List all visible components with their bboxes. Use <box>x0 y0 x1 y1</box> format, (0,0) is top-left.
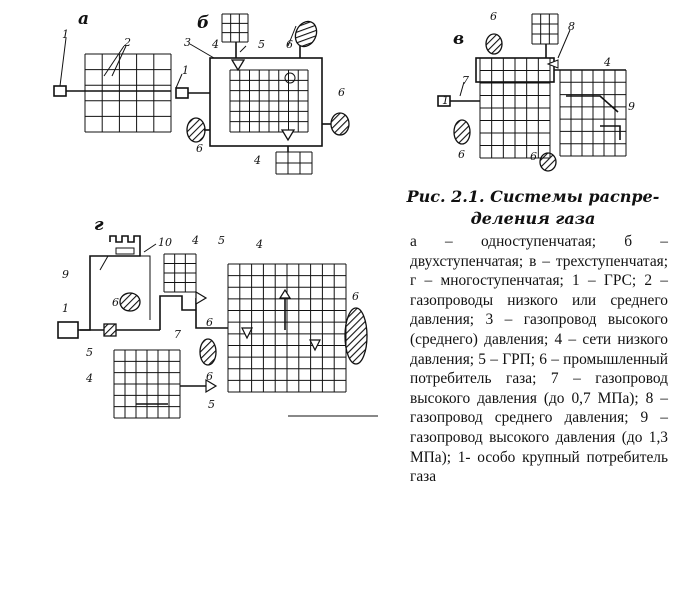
callout-label: 5 <box>218 234 225 247</box>
panel-a-label: а <box>78 9 89 29</box>
grid-network <box>229 69 309 133</box>
grs-station <box>175 87 189 99</box>
callout-label: 6 <box>206 316 213 329</box>
callout-label: 6 <box>458 148 465 161</box>
panel-g: г <box>57 215 378 419</box>
high-pressure-pipeline <box>80 255 104 331</box>
callout-label: 6 <box>206 370 213 383</box>
leader-line <box>175 73 183 89</box>
grid-network <box>531 13 559 45</box>
pipeline <box>195 298 228 329</box>
callout-label: 6 <box>112 296 119 309</box>
callout-label: 1 <box>62 28 69 41</box>
industrial-consumer <box>344 307 368 365</box>
callout-label: 5 <box>86 346 93 359</box>
grp-station <box>195 290 208 306</box>
callout-label: 2 <box>123 36 131 49</box>
grid-network <box>479 57 551 159</box>
callout-label: 4 <box>191 234 199 247</box>
large-consumer <box>115 247 135 255</box>
leader-line <box>189 43 215 59</box>
grp-station <box>103 323 117 337</box>
panel-v-label: в <box>453 29 464 49</box>
industrial-consumer <box>330 112 350 136</box>
callout-label: 6 <box>490 10 497 23</box>
grp-station <box>546 59 559 69</box>
leader-line <box>111 45 127 77</box>
grp-station <box>278 288 292 299</box>
callout-label: 7 <box>174 328 181 341</box>
grp-station <box>280 129 296 142</box>
leader-line <box>287 25 297 47</box>
leader-line <box>459 81 465 97</box>
grid-network <box>84 53 172 133</box>
grid-network <box>559 69 627 157</box>
grs-station <box>57 321 79 339</box>
callout-label: 4 <box>211 38 219 51</box>
leader-line <box>103 45 125 77</box>
callout-label: 10 <box>158 236 172 249</box>
large-consumer <box>104 235 141 257</box>
grs-station <box>53 85 67 97</box>
leader-line <box>59 37 67 87</box>
panel-v: в 1 7 6 8 4 9 6 6 <box>437 10 635 172</box>
industrial-consumer <box>294 20 318 48</box>
grp-station <box>241 327 253 340</box>
panel-b: б 1 3 4 5 6 6 <box>175 13 350 175</box>
industrial-consumer <box>186 117 206 143</box>
pipeline <box>159 295 196 330</box>
industrial-consumer <box>453 119 471 145</box>
industrial-consumer <box>199 338 217 366</box>
panel-g-label: г <box>94 215 104 235</box>
grp-station <box>230 59 246 72</box>
grid-network <box>221 13 249 43</box>
leader-line <box>557 29 571 59</box>
industrial-consumer <box>485 33 503 55</box>
callout-label: 6 <box>286 38 293 51</box>
grid-network <box>275 151 313 175</box>
figure-caption: а – одноступенчатая; б – двухступенчатая… <box>410 233 668 486</box>
grp-station <box>284 72 296 84</box>
callout-label: 6 <box>352 290 359 303</box>
pipeline <box>600 125 621 140</box>
leader-line <box>239 45 247 53</box>
industrial-consumer <box>119 292 141 312</box>
panel-a: а 1 2 <box>53 9 172 133</box>
pipeline <box>566 95 619 113</box>
pipeline <box>140 255 151 320</box>
figure-title: Рис. 2.1. Системы распре-деления газа <box>406 187 660 228</box>
grp-station <box>309 339 321 352</box>
industrial-consumer <box>539 152 557 172</box>
callout-label: 4 <box>603 56 611 69</box>
leader-line <box>99 255 109 271</box>
grid-network <box>163 253 197 293</box>
callout-label: 5 <box>258 38 265 51</box>
callout-label: 1 <box>62 302 69 315</box>
panel-b-label: б <box>197 13 209 33</box>
callout-label: 9 <box>62 268 69 281</box>
callout-label: 6 <box>338 86 345 99</box>
callout-label: 4 <box>85 372 93 385</box>
callout-label: 6 <box>530 150 537 163</box>
callout-label: 8 <box>568 20 575 33</box>
high-pressure-ring <box>209 57 323 147</box>
callout-label: 7 <box>462 74 469 87</box>
leader-line <box>143 243 157 253</box>
callout-label: 3 <box>184 36 191 49</box>
callout-label: 1 <box>442 94 449 107</box>
grid-network <box>113 349 181 419</box>
callout-label: 4 <box>255 238 263 251</box>
callout-label: 1 <box>182 64 189 77</box>
callout-label: 4 <box>253 154 261 167</box>
callout-label: 9 <box>628 100 635 113</box>
callout-label: 6 <box>196 142 203 155</box>
callout-label: 5 <box>208 398 215 411</box>
grid-network <box>227 263 347 393</box>
